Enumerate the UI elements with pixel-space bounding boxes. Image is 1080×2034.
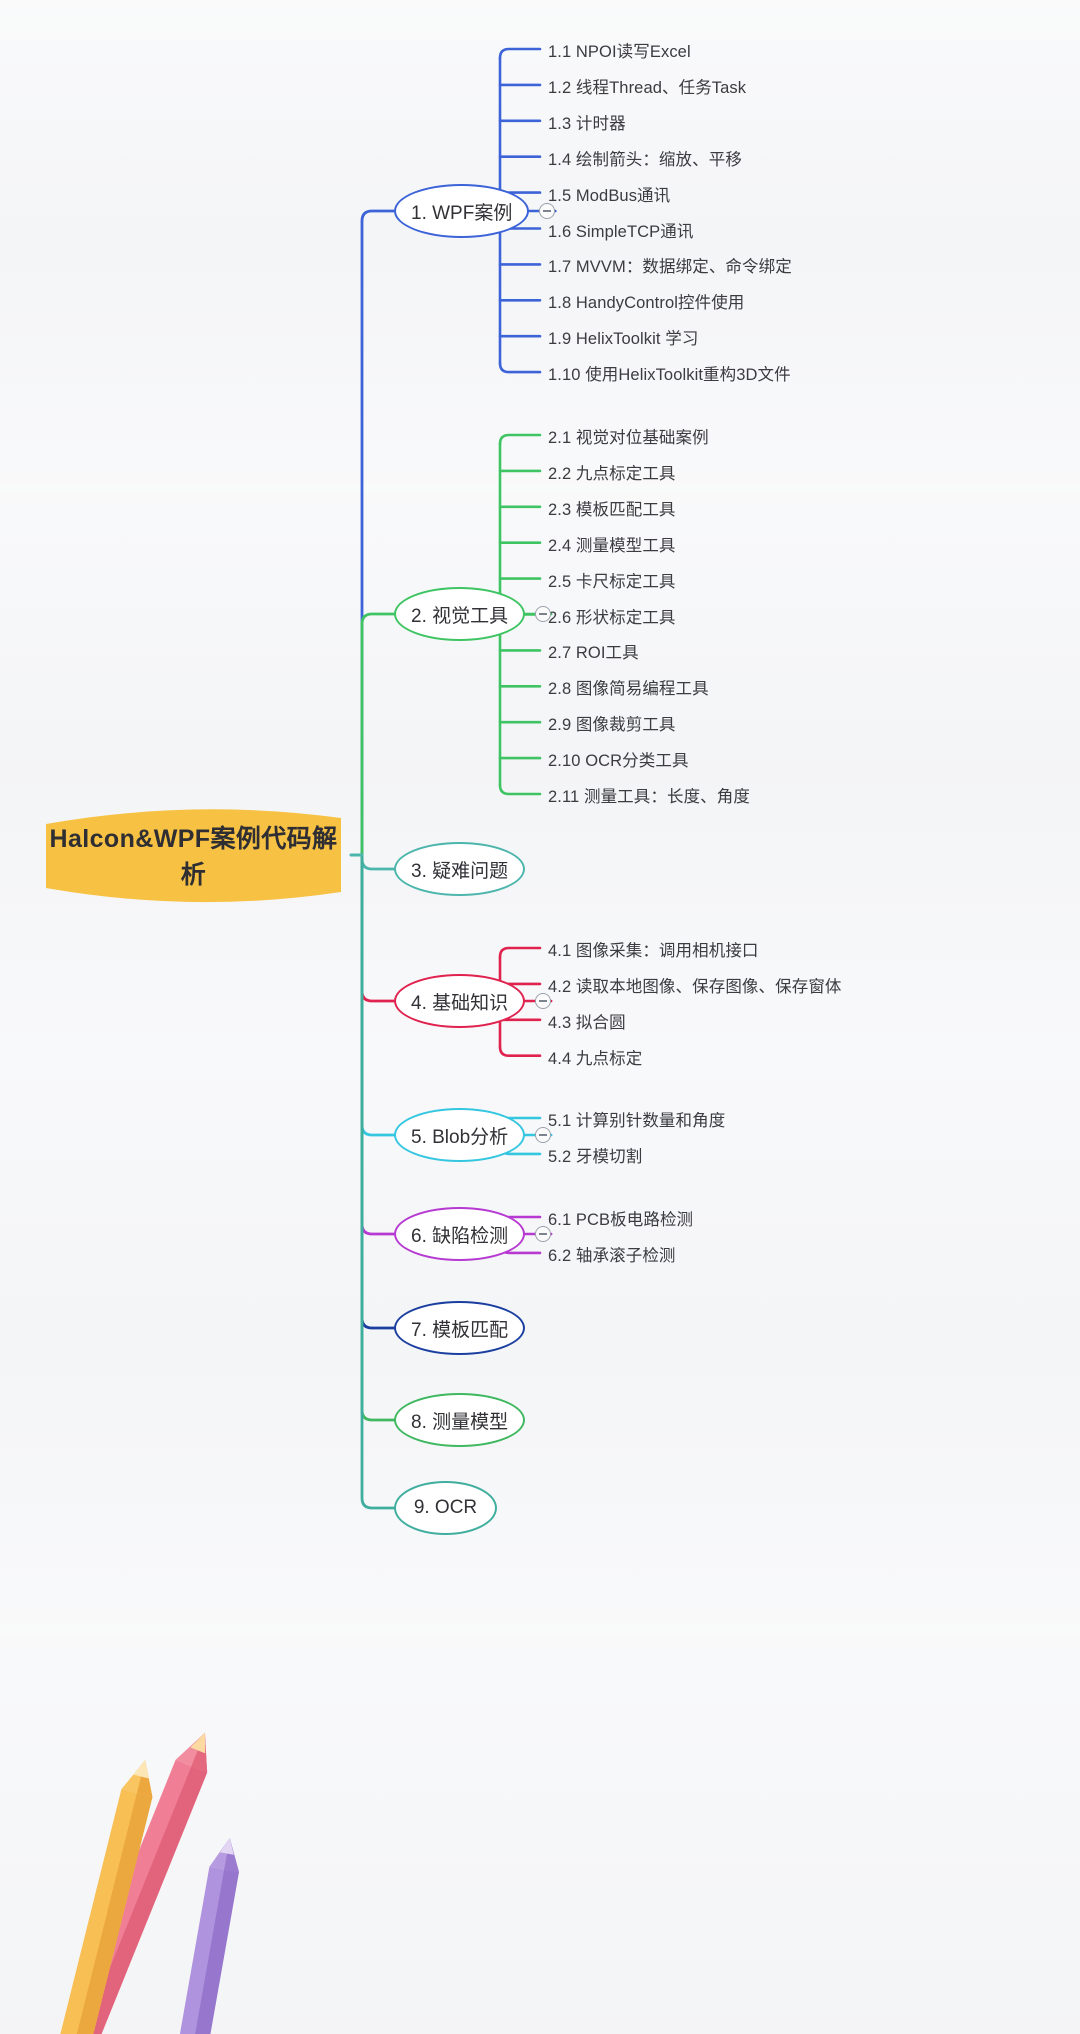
branch-node-label: 2. 视觉工具 — [411, 605, 509, 627]
leaf-item[interactable]: 2.3 模板匹配工具 — [548, 500, 676, 519]
branch-node-label: 4. 基础知识 — [411, 992, 509, 1014]
leaf-item[interactable]: 4.3 拟合圆 — [548, 1013, 626, 1032]
branch-node-9[interactable]: 9. OCR — [394, 1481, 497, 1535]
leaf-item[interactable]: 2.10 OCR分类工具 — [548, 752, 689, 771]
branch-node-label: 8. 测量模型 — [411, 1411, 509, 1433]
branch-node-2[interactable]: 2. 视觉工具 — [394, 587, 526, 641]
branch-node-7[interactable]: 7. 模板匹配 — [394, 1301, 526, 1355]
branch-node-label: 5. Blob分析 — [411, 1126, 509, 1148]
collapse-toggle-6[interactable] — [535, 1226, 552, 1242]
leaf-item[interactable]: 2.6 形状标定工具 — [548, 608, 676, 627]
leaf-item[interactable]: 2.5 卡尺标定工具 — [548, 572, 676, 591]
branch-node-3[interactable]: 3. 疑难问题 — [394, 842, 526, 896]
root-node-shape — [36, 800, 351, 912]
branch-node-5[interactable]: 5. Blob分析 — [394, 1108, 526, 1162]
leaf-item[interactable]: 2.7 ROI工具 — [548, 644, 639, 663]
leaf-item[interactable]: 4.1 图像采集：调用相机接口 — [548, 942, 759, 960]
leaf-item[interactable]: 1.4 绘制箭头：缩放、平移 — [548, 150, 742, 169]
leaf-item[interactable]: 1.1 NPOI读写Excel — [548, 43, 691, 61]
leaf-item[interactable]: 2.4 测量模型工具 — [548, 536, 676, 555]
leaf-item[interactable]: 4.2 读取本地图像、保存图像、保存窗体 — [548, 977, 842, 996]
root-node[interactable]: Halcon&WPF案例代码解析 — [49, 825, 338, 889]
leaf-item[interactable]: 1.2 线程Thread、任务Task — [548, 78, 747, 97]
leaf-item[interactable]: 6.2 轴承滚子检测 — [548, 1246, 676, 1265]
leaf-item[interactable]: 2.11 测量工具：长度、角度 — [548, 788, 750, 806]
collapse-toggle-4[interactable] — [535, 993, 552, 1009]
leaf-item[interactable]: 1.9 HelixToolkit 学习 — [548, 330, 699, 349]
leaf-item[interactable]: 1.6 SimpleTCP通讯 — [548, 222, 694, 241]
leaf-item[interactable]: 5.1 计算别针数量和角度 — [548, 1112, 726, 1130]
branch-node-8[interactable]: 8. 测量模型 — [394, 1393, 526, 1447]
leaf-item[interactable]: 5.2 牙模切割 — [548, 1147, 643, 1166]
leaf-item[interactable]: 2.1 视觉对位基础案例 — [548, 429, 709, 447]
leaf-item[interactable]: 1.7 MVVM：数据绑定、命令绑定 — [548, 258, 792, 277]
leaf-item[interactable]: 2.9 图像裁剪工具 — [548, 716, 676, 735]
collapse-toggle-2[interactable] — [535, 606, 552, 622]
branch-node-label: 6. 缺陷检测 — [411, 1225, 509, 1247]
leaf-item[interactable]: 2.8 图像简易编程工具 — [548, 680, 709, 699]
leaf-item[interactable]: 6.1 PCB板电路检测 — [548, 1211, 694, 1229]
branch-node-label: 1. WPF案例 — [411, 202, 513, 224]
branch-node-label: 3. 疑难问题 — [411, 860, 509, 882]
leaf-item[interactable]: 1.5 ModBus通讯 — [548, 186, 671, 205]
leaf-item[interactable]: 1.10 使用HelixToolkit重构3D文件 — [548, 366, 791, 385]
pencil-decoration — [56, 1732, 239, 2034]
branch-node-1[interactable]: 1. WPF案例 — [394, 184, 530, 238]
leaf-item[interactable]: 2.2 九点标定工具 — [548, 464, 676, 483]
collapse-toggle-5[interactable] — [535, 1127, 552, 1143]
branch-node-4[interactable]: 4. 基础知识 — [394, 974, 526, 1028]
branch-node-6[interactable]: 6. 缺陷检测 — [394, 1207, 526, 1261]
branch-node-label: 7. 模板匹配 — [411, 1319, 509, 1341]
leaf-item[interactable]: 1.3 计时器 — [548, 114, 626, 133]
branch-node-label: 9. OCR — [413, 1497, 478, 1518]
leaf-item[interactable]: 1.8 HandyControl控件使用 — [548, 294, 745, 313]
leaf-item[interactable]: 4.4 九点标定 — [548, 1049, 643, 1068]
